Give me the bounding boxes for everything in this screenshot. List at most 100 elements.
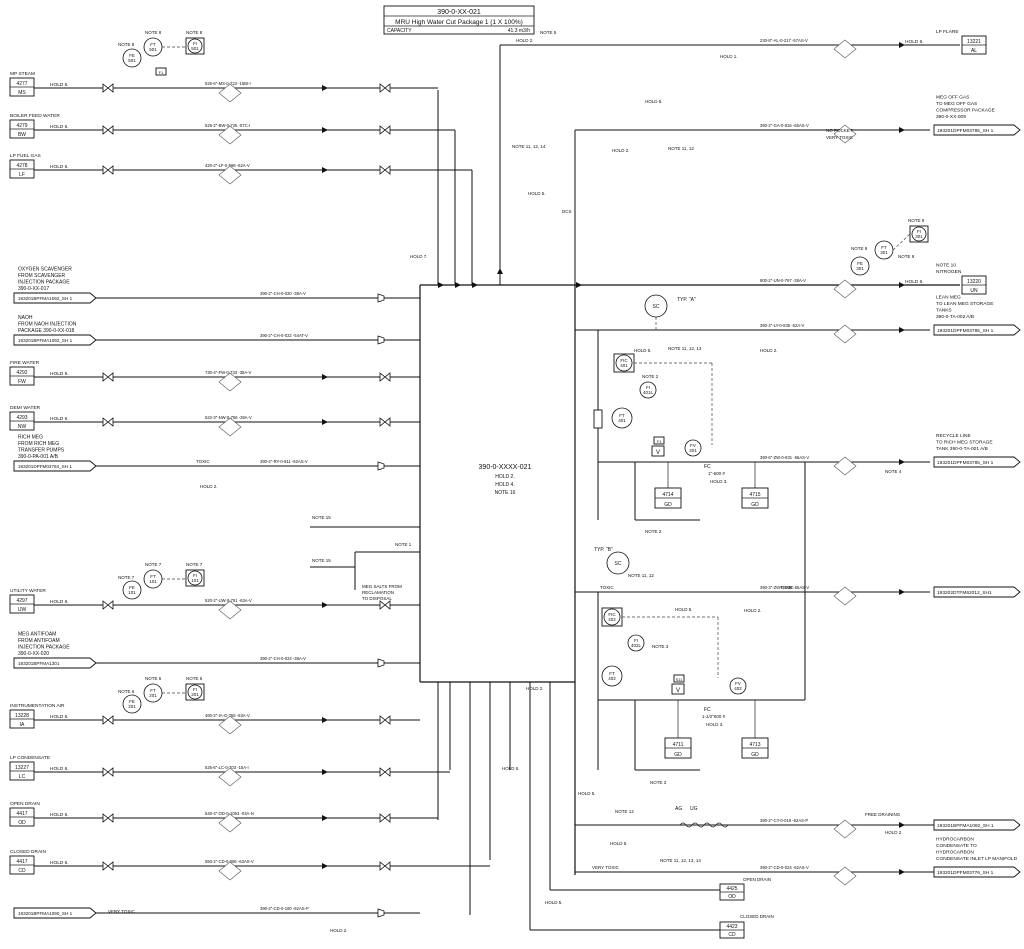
hold2-f: HOLD 2. bbox=[526, 686, 544, 691]
note15-a: NOTE 15 bbox=[312, 515, 331, 520]
stream-tag-code: NW bbox=[18, 424, 27, 430]
right-line-number: 800-2"-UN-0-767 -38A-V bbox=[760, 278, 806, 283]
stream-hold: HOLD 6. bbox=[50, 416, 69, 422]
reducer-icon bbox=[377, 293, 385, 303]
note3-b: NOTE 3 bbox=[650, 780, 667, 785]
svg-text:FV: FV bbox=[690, 443, 696, 448]
title-doc-no: 390-0-XX-021 bbox=[437, 9, 481, 16]
svg-text:FIC: FIC bbox=[620, 358, 628, 363]
note7-c: NOTE 7 bbox=[118, 575, 135, 580]
hold3-a: HOLD 3. bbox=[710, 479, 728, 484]
stream-hold: HOLD 6. bbox=[50, 164, 69, 170]
fic402: 402 bbox=[608, 617, 616, 622]
reducer-icon bbox=[377, 461, 385, 471]
note9-b: NOTE 9 bbox=[851, 246, 868, 251]
stream-tag-number: 4292 bbox=[16, 370, 27, 376]
gate-valve-icon bbox=[379, 417, 391, 427]
svg-text:101: 101 bbox=[128, 590, 136, 595]
fv401: 401 bbox=[689, 448, 697, 453]
insulation-diamond-icon bbox=[218, 372, 242, 392]
note2-a: NOTE 2 bbox=[642, 374, 659, 379]
offpage-line-number: 390-2"-CH-0-022 -54AT-V bbox=[260, 333, 308, 338]
gate-valve-icon bbox=[379, 372, 391, 382]
offpage-label: FROM RICH MEG bbox=[18, 441, 59, 447]
hold2-g: HOLD 2. bbox=[200, 484, 218, 489]
hold5-f: HOLD 5. bbox=[610, 841, 628, 846]
fv402: 402 bbox=[734, 686, 742, 691]
right-stream-label: TO LEAN MEG STORAGE bbox=[936, 301, 993, 307]
dcs: DCS bbox=[562, 209, 572, 214]
hold2-b: HOLD 2. bbox=[612, 148, 630, 153]
sc-a: SC bbox=[653, 304, 660, 310]
insulation-diamond-icon bbox=[218, 767, 242, 787]
hold7: HOLD 7. bbox=[410, 254, 428, 259]
right-offpage-ref: 193201DPFM03785_SH 1 bbox=[937, 128, 994, 134]
stream-tag-number: 4417 bbox=[16, 859, 27, 865]
insulation-diamond-icon bbox=[218, 165, 242, 185]
reducer-icon bbox=[377, 658, 385, 668]
stream-label: LP FUEL GAS bbox=[10, 153, 41, 159]
right-stream-label: CONDENSATE INLET LP MANIFOLD bbox=[936, 856, 1018, 862]
center-note: NOTE 16 bbox=[495, 490, 516, 496]
right-offpage-box bbox=[933, 324, 1021, 336]
gate-valve-icon bbox=[102, 165, 114, 175]
stream-hold: HOLD 6. bbox=[50, 371, 69, 377]
svg-text:FT: FT bbox=[150, 574, 156, 579]
offpage-label: FROM NAOH INJECTION bbox=[18, 322, 77, 328]
svg-text:FI: FI bbox=[634, 638, 638, 643]
offpage-arrow-box bbox=[13, 460, 97, 472]
insulation-diamond-icon bbox=[833, 819, 857, 839]
hold5-b: HOLD 5. bbox=[528, 191, 546, 196]
stream-tag-code: IA bbox=[20, 722, 25, 728]
right-stream-label: RECYCLE LINE bbox=[936, 433, 971, 439]
stream-line-number: 525-2"-BW-0-725 -07C-I bbox=[205, 123, 250, 128]
right-offpage-box bbox=[933, 124, 1021, 136]
offpage-label: RICH MEG bbox=[18, 435, 43, 441]
offpage-label: 390-0-PA-001 A/B bbox=[18, 454, 59, 460]
right-stream-label: 390-0-TA-002 A/B bbox=[936, 314, 974, 320]
note-11121314-drain: NOTE 11, 12, 13, 14 bbox=[660, 858, 701, 863]
reducer-icon bbox=[377, 335, 385, 345]
insulation-diamond-icon bbox=[218, 125, 242, 145]
right-stream-label: CONDENSATE TO bbox=[936, 843, 977, 849]
svg-text:201: 201 bbox=[149, 693, 157, 698]
misc-labels: NOTE 5 HOLD 2. HOLD 1. HOLD 7. NOTE 1 NO… bbox=[108, 30, 903, 939]
right-stream-label: COMPRESSOR PACKAGE bbox=[936, 108, 995, 114]
ft402: 402 bbox=[608, 676, 616, 681]
right-offpage-ref: 193201DPFM03776_SH 1 bbox=[937, 870, 994, 876]
svg-text:FE: FE bbox=[857, 261, 863, 266]
offpage-label: INJECTION PACKAGE bbox=[18, 280, 70, 286]
svg-text:FI: FI bbox=[193, 41, 197, 46]
svg-text:301: 301 bbox=[880, 250, 888, 255]
right-stream-label: LP FLARE bbox=[936, 29, 959, 35]
stream-hold: HOLD 6. bbox=[50, 812, 69, 818]
offpage-arrow-box bbox=[13, 657, 97, 669]
svg-text:FI: FI bbox=[193, 687, 197, 692]
note2-b: NOTE 2 bbox=[645, 529, 662, 534]
offpage-ref: 193201BPFMA1301 bbox=[18, 661, 60, 666]
offpage-label: 390-0-XX-020 bbox=[18, 651, 49, 657]
stream-tag-code: CD bbox=[18, 868, 26, 874]
capacity-value: 41.3 m3/h bbox=[508, 28, 530, 34]
right-tag-code: AL bbox=[971, 48, 977, 54]
offpage-line-number: 390-2"-CH-0-020 -38A-V bbox=[260, 291, 306, 296]
hold2-e: HOLD 2. bbox=[885, 830, 903, 835]
gd-b: GD bbox=[751, 502, 759, 508]
hold2-h: HOLD 2. bbox=[330, 928, 348, 933]
offpage-ref: 193201BPFMA1090_SH 1 bbox=[18, 911, 73, 916]
right-line-number: 230-8"-AL-0-217 -57AS-V bbox=[760, 38, 808, 43]
right-stream-label: HYDROCARBON bbox=[936, 850, 974, 856]
right-stream-label: TO RICH MEG STORAGE bbox=[936, 440, 993, 446]
flow-arrow-icon bbox=[899, 869, 905, 875]
